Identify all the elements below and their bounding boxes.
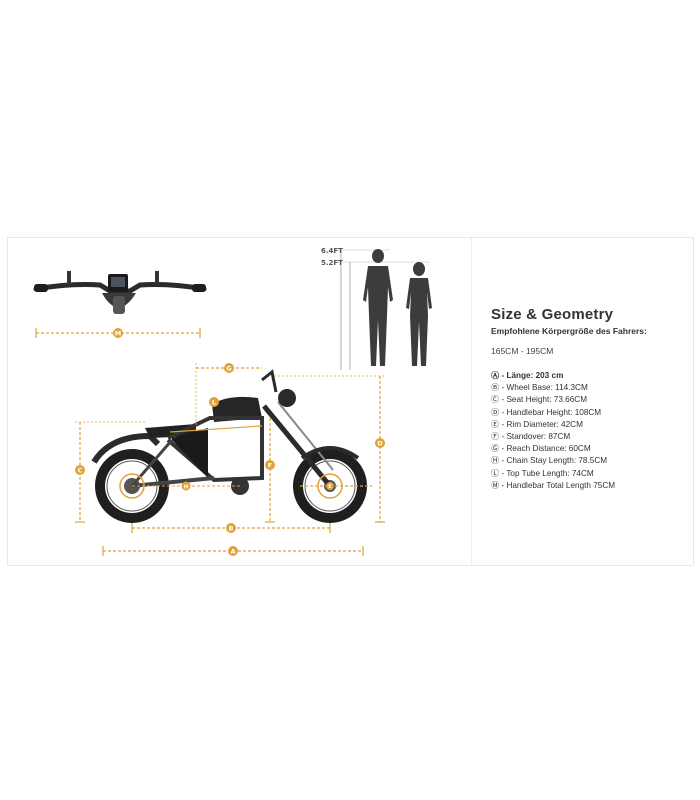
spec-item-top-tube: Ⓛ - Top Tube Length: 74CM <box>491 468 594 478</box>
dimension-m: M <box>35 328 201 338</box>
spec-item-handlebar-length: Ⓜ - Handlebar Total Length 75CM <box>491 480 616 490</box>
rider-height-label: Empfohlene Körpergröße des Fahrers: <box>491 326 647 336</box>
height-mark-short: 5.2FT <box>321 259 343 267</box>
height-mark-tall: 6.4FT <box>321 247 343 255</box>
handlebar-top-view <box>33 271 207 314</box>
spec-item-length: Ⓐ - Länge: 203 cm <box>491 371 564 380</box>
female-silhouette <box>406 262 432 366</box>
spec-item-seat-height: Ⓒ - Seat Height: 73.66CM <box>491 395 588 405</box>
dimension-f: F <box>265 418 275 523</box>
label-d: D <box>377 440 383 448</box>
label-e: E <box>328 484 332 490</box>
label-m: M <box>115 330 121 338</box>
height-scale: 6.4FT 5.2FT <box>321 247 430 370</box>
dimension-h: H <box>132 481 240 491</box>
dimension-l: L <box>209 397 219 407</box>
label-a: A <box>230 548 235 556</box>
spec-list: Ⓐ - Länge: 203 cm Ⓑ - Wheel Base: 114.3C… <box>491 370 691 492</box>
label-g: G <box>226 365 231 373</box>
label-c: C <box>78 467 83 475</box>
label-f: F <box>268 462 272 470</box>
label-h: H <box>184 485 189 491</box>
dimension-g: G <box>195 363 262 426</box>
section-title: Size & Geometry <box>491 306 614 323</box>
rider-height-range: 165CM - 195CM <box>491 346 554 356</box>
spec-item-standover: Ⓕ - Standover: 87CM <box>491 431 571 441</box>
spec-item-chain-stay: Ⓗ - Chain Stay Length: 78.5CM <box>491 456 608 466</box>
label-b: B <box>229 525 234 533</box>
motorcycle-side-view <box>91 369 367 523</box>
spec-item-reach-distance: Ⓖ - Reach Distance: 60CM <box>491 444 591 454</box>
dimension-a: A <box>102 546 364 556</box>
spec-item-rim-diameter: Ⓔ - Rim Diameter: 42CM <box>491 419 583 429</box>
male-silhouette <box>363 249 393 366</box>
spec-item-wheel-base: Ⓑ - Wheel Base: 114.3CM <box>491 383 588 393</box>
dimension-c: C <box>75 421 145 523</box>
dimension-d: D <box>274 375 385 523</box>
spec-item-handlebar-height: Ⓓ - Handlebar Height: 108CM <box>491 407 602 417</box>
dimension-b: B <box>131 523 331 533</box>
label-l: L <box>212 399 216 407</box>
panel-divider <box>471 237 472 566</box>
dimension-e: E <box>300 482 372 490</box>
size-geometry-info: Size & Geometry Empfohlene Körpergröße d… <box>491 306 691 492</box>
